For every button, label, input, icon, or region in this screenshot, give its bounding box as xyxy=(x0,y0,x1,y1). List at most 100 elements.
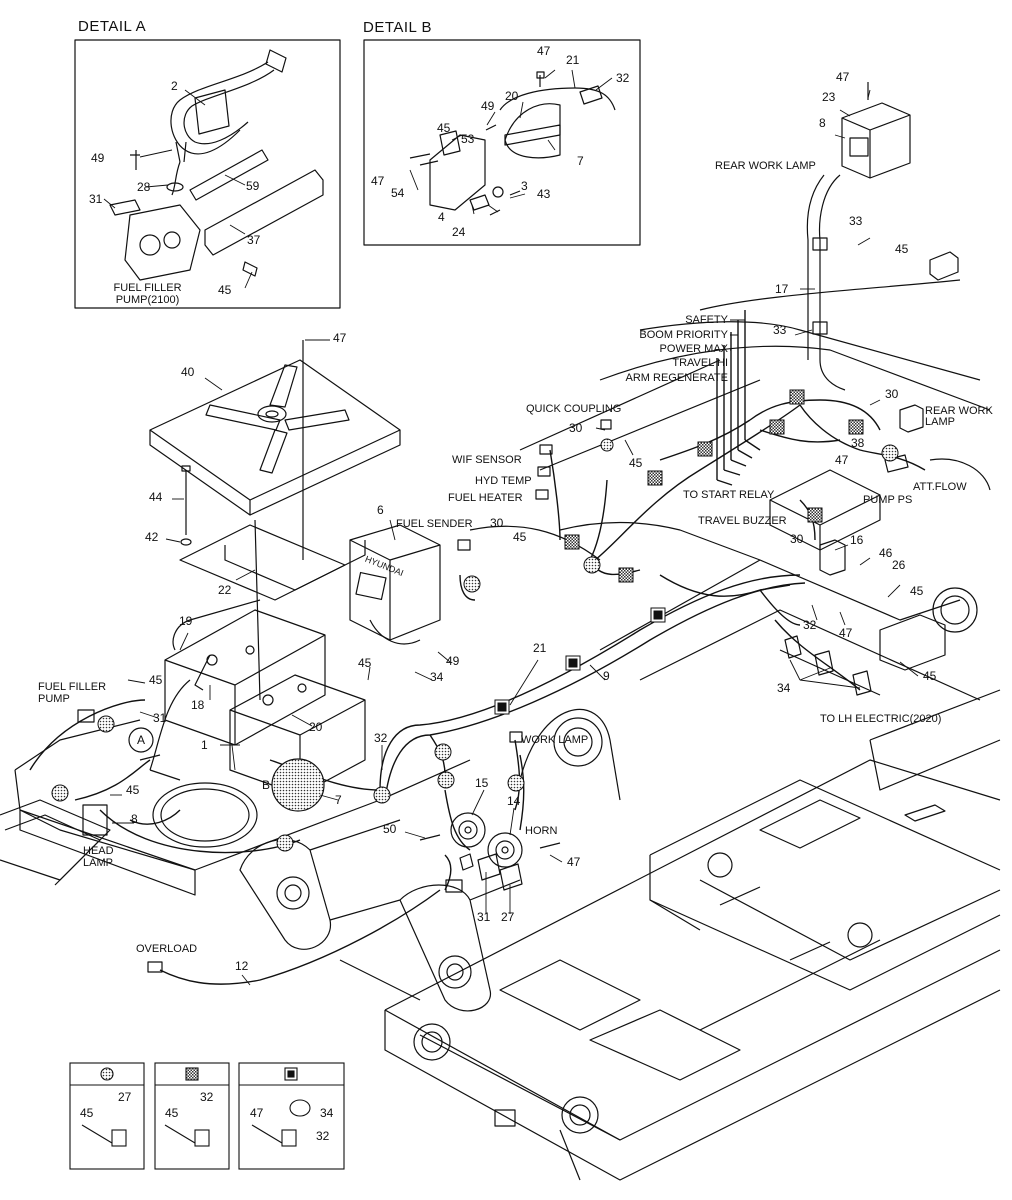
part-number-17: 17 xyxy=(775,282,789,296)
label-head-lamp-2: LAMP xyxy=(83,857,113,869)
detail-a-marker: A xyxy=(136,733,145,747)
part-number-1: 1 xyxy=(201,738,208,752)
part-number-49: 49 xyxy=(446,654,460,668)
part-number-34: 34 xyxy=(777,681,791,695)
legend-black-part-47: 47 xyxy=(250,1106,264,1120)
horns xyxy=(419,812,561,891)
label-fuel-filler-pump-2: PUMP xyxy=(38,693,70,705)
label-to-lh-electric: TO LH ELECTRIC(2020) xyxy=(820,713,942,725)
lower-chassis-frame xyxy=(384,689,1001,1181)
part-number-45: 45 xyxy=(149,673,163,687)
part-number-19: 19 xyxy=(179,614,193,628)
part-number-27: 27 xyxy=(501,910,515,924)
part-number-40: 40 xyxy=(181,365,195,379)
detail-a-part-45: 45 xyxy=(218,283,232,297)
label-rear-work-lamp-top: REAR WORK LAMP xyxy=(715,160,816,172)
legend-dotted-part-45: 45 xyxy=(80,1106,94,1120)
detail-markers xyxy=(128,727,325,812)
detail-a-part-2: 2 xyxy=(171,79,178,93)
detail-b-marker: B xyxy=(262,778,271,792)
detail-b-part-21: 21 xyxy=(566,53,580,67)
detail-a-part-28: 28 xyxy=(137,180,151,194)
detail-b-heading: DETAIL B xyxy=(363,19,433,36)
controller-box-6 xyxy=(349,524,441,645)
label-work-lamp: WORK LAMP xyxy=(521,734,589,746)
part-number-32: 32 xyxy=(803,618,817,632)
detail-b-part-43: 43 xyxy=(537,187,551,201)
part-number-47: 47 xyxy=(836,70,850,84)
detail-b-part-20: 20 xyxy=(505,89,519,103)
upper-frame-structure xyxy=(469,251,991,701)
part-number-26: 26 xyxy=(892,558,906,572)
label-boom-priority: BOOM PRIORITY xyxy=(639,329,728,341)
part-number-30: 30 xyxy=(569,421,583,435)
label-hyd-temp: HYD TEMP xyxy=(475,475,532,487)
detail-b-part-49: 49 xyxy=(481,99,495,113)
part-number-47: 47 xyxy=(567,855,581,869)
boom-foot-area xyxy=(239,708,621,1012)
part-number-32: 32 xyxy=(374,731,388,745)
part-number-22: 22 xyxy=(218,583,232,597)
label-att-flow: ATT.FLOW xyxy=(913,481,967,493)
part-number-16: 16 xyxy=(850,533,864,547)
connectors xyxy=(77,419,612,973)
detail-a-caption-line1: FUEL FILLER xyxy=(113,282,182,294)
detail-a-drawing xyxy=(109,49,324,281)
detail-a-caption-line2: PUMP(2100) xyxy=(115,294,180,306)
legend-checkered-part-45: 45 xyxy=(165,1106,179,1120)
part-number-8: 8 xyxy=(131,812,138,826)
detail-a-heading: DETAIL A xyxy=(78,18,147,35)
label-head-lamp-1: HEAD xyxy=(83,845,114,857)
part-number-20: 20 xyxy=(309,720,323,734)
part-number-45: 45 xyxy=(629,456,643,470)
detail-a-part-49: 49 xyxy=(91,151,105,165)
legend-black-part-34: 34 xyxy=(320,1106,334,1120)
part-number-47: 47 xyxy=(835,453,849,467)
right-side-brackets xyxy=(769,404,924,696)
detail-b-part-45: 45 xyxy=(437,121,451,135)
leader-lines xyxy=(103,69,919,986)
part-number-21: 21 xyxy=(533,641,547,655)
black-clamp-markers xyxy=(494,607,666,715)
wire-harness xyxy=(29,310,926,985)
detail-b-part-54: 54 xyxy=(391,186,405,200)
detail-b-part-53: 53 xyxy=(461,132,475,146)
detail-a-part-59: 59 xyxy=(246,179,260,193)
label-power-max: POWER MAX xyxy=(659,343,728,355)
detail-b-part-47b: 47 xyxy=(371,174,385,188)
label-safety: SAFETY xyxy=(685,314,728,326)
checkered-clamp-markers xyxy=(564,389,864,583)
bracket-22 xyxy=(179,440,366,701)
part-number-7: 7 xyxy=(335,793,342,807)
label-wif-sensor: WIF SENSOR xyxy=(452,454,522,466)
label-fuel-sender: FUEL SENDER xyxy=(396,518,473,530)
part-number-14: 14 xyxy=(507,794,521,808)
label-overload: OVERLOAD xyxy=(136,943,198,955)
cover-40 xyxy=(149,340,401,516)
legend xyxy=(69,1062,345,1170)
part-number-45: 45 xyxy=(895,242,909,256)
part-number-45: 45 xyxy=(126,783,140,797)
legend-black-part-32: 32 xyxy=(316,1129,330,1143)
dotted-clamp-markers xyxy=(51,438,899,852)
label-travel-buzzer: TRAVEL BUZZER xyxy=(698,515,787,527)
label-rear-work-lamp-right-2: LAMP xyxy=(925,416,955,428)
label-to-start-relay: TO START RELAY xyxy=(683,489,775,501)
detail-a-part-31: 31 xyxy=(89,192,103,206)
part-number-6: 6 xyxy=(377,503,384,517)
part-number-30: 30 xyxy=(885,387,899,401)
legend-checkered-part-32: 32 xyxy=(200,1090,214,1104)
part-number-45: 45 xyxy=(923,669,937,683)
part-number-31: 31 xyxy=(477,910,491,924)
main-deck xyxy=(0,719,471,896)
detail-a-frame xyxy=(74,39,341,309)
part-number-8: 8 xyxy=(819,116,826,130)
detail-b-part-24: 24 xyxy=(452,225,466,239)
detail-b-part-47a: 47 xyxy=(537,44,551,58)
part-number-46: 46 xyxy=(879,546,893,560)
part-number-45: 45 xyxy=(910,584,924,598)
label-arm-regenerate: ARM REGENERATE xyxy=(625,372,728,384)
label-horn: HORN xyxy=(525,825,558,837)
detail-a-part-37: 37 xyxy=(247,233,261,247)
